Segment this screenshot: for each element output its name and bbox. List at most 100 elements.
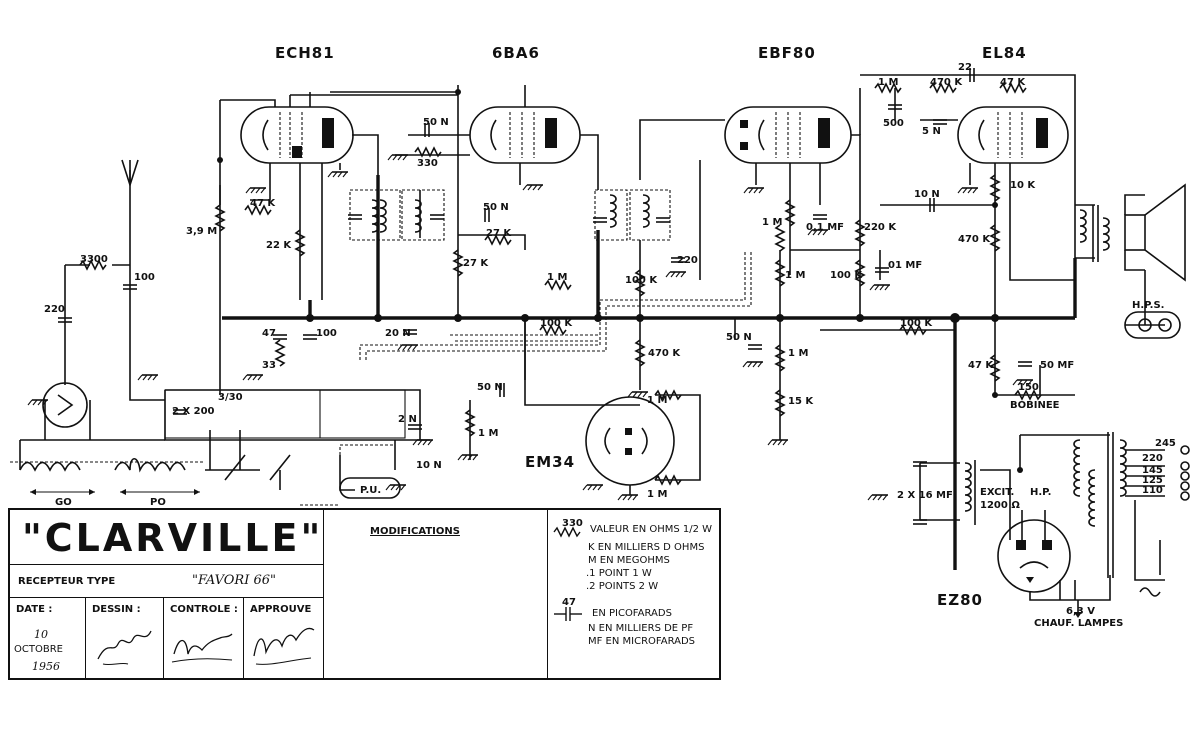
controle-header: CONTROLE : <box>170 604 238 615</box>
label-r39m: 3,9 M <box>186 226 217 237</box>
brand-name: "CLARVILLE" <box>22 516 324 560</box>
label-c2x200: 2 X 200 <box>172 406 215 417</box>
legend-line-5: .2 POINTS 2 W <box>586 581 659 592</box>
label-c50mf: 50 MF <box>1040 360 1074 371</box>
legend-line-2: K EN MILLIERS D OHMS <box>588 542 705 553</box>
ohm-symbol-icon: 330 <box>553 518 583 538</box>
date-day: 10 <box>34 628 48 641</box>
svg-text:330: 330 <box>562 518 583 529</box>
label-v110: 110 <box>1142 485 1163 496</box>
label-pu: P.U. <box>360 485 381 496</box>
legend-line-6: EN PICOFARADS <box>592 608 672 619</box>
legend-line-7: N EN MILLIERS DE PF <box>588 623 694 634</box>
label-hps: H.P.S. <box>1132 300 1164 311</box>
date-year: 1956 <box>32 660 60 673</box>
label-c100b: 100 <box>316 328 337 339</box>
label-r1m-d: 1 M <box>788 348 808 359</box>
label-r1m-em-a: 1 M <box>647 395 667 406</box>
dessin-cell: DESSIN : <box>86 598 164 680</box>
label-c50n-d: 50 N <box>726 332 752 343</box>
approuve-header: APPROUVE <box>250 604 312 615</box>
grounds <box>27 154 1034 501</box>
label-r1m-em-b: 1 M <box>647 489 667 500</box>
wiring <box>19 74 1165 601</box>
label-c2n: 2 N <box>398 414 417 425</box>
label-hp: H.P. <box>1030 487 1051 498</box>
brand-cell: "CLARVILLE" <box>10 510 324 565</box>
label-v220: 220 <box>1142 453 1163 464</box>
title-block: "CLARVILLE" RECEPTEUR TYPE "FAVORI 66" D… <box>8 508 721 680</box>
legend-cell: 330 VALEUR EN OHMS 1/2 W K EN MILLIERS D… <box>548 510 721 680</box>
tube-label-6ba6: 6BA6 <box>492 44 540 62</box>
label-c220a: 220 <box>44 304 65 315</box>
label-c100a: 100 <box>134 272 155 283</box>
date-header: DATE : <box>16 604 53 615</box>
model-cell: RECEPTEUR TYPE "FAVORI 66" <box>10 565 324 598</box>
screened-leads <box>339 250 752 455</box>
legend-line-4: .1 POINT 1 W <box>586 568 652 579</box>
ech81-tube <box>240 106 354 164</box>
label-c50n-c: 50 N <box>477 382 503 393</box>
label-r22k: 22 K <box>266 240 292 251</box>
dessin-header: DESSIN : <box>92 604 141 615</box>
label-c3300: 3300 <box>80 254 108 265</box>
speaker-section <box>1079 183 1186 339</box>
label-c5n: 5 N <box>922 126 941 137</box>
model-name: "FAVORI 66" <box>192 573 277 588</box>
label-r47k-a: 47 K <box>250 198 276 209</box>
tube-label-ech81: ECH81 <box>275 44 335 62</box>
label-r1m-b: 1 M <box>762 217 782 228</box>
if-transformers <box>349 189 671 241</box>
label-c01mf-b: 01 MF <box>888 260 922 271</box>
label-c01mf-a: 0,1 MF <box>806 222 844 233</box>
em34-tube <box>585 396 675 486</box>
tuner-section <box>10 159 406 506</box>
ht-bus <box>222 175 1077 570</box>
label-r1m-e: 1 M <box>878 77 898 88</box>
label-r150: 150 <box>1018 382 1039 393</box>
label-r470k-a: 470 K <box>648 348 681 359</box>
label-c22: 22 <box>958 62 972 73</box>
el84-tube <box>957 106 1069 164</box>
label-r1m-c: 1 M <box>785 270 805 281</box>
recepteur-label: RECEPTEUR TYPE <box>18 576 116 587</box>
date-cell: DATE : 10 OCTOBRE 1956 <box>10 598 86 680</box>
label-excit-val: 1200 Ω <box>980 500 1020 511</box>
label-c20n: 20 N <box>385 328 411 339</box>
label-v145: 145 <box>1142 465 1163 476</box>
label-c2x16mf: 2 X 16 MF <box>897 490 953 501</box>
tube-label-el84: EL84 <box>982 44 1027 62</box>
legend-line-3: M EN MEGOHMS <box>588 555 670 566</box>
dessin-signature <box>97 630 152 666</box>
modifications-header: MODIFICATIONS <box>370 526 460 537</box>
label-r100k-a: 100 K <box>540 318 573 329</box>
label-v125: 125 <box>1142 475 1163 486</box>
label-v245: 245 <box>1155 438 1176 449</box>
svg-text:47: 47 <box>562 598 576 608</box>
label-po: PO <box>150 497 166 508</box>
label-r27k-a: 27 K <box>486 228 512 239</box>
label-r1m-pot: 1 M <box>478 428 498 439</box>
tube-labels: ECH81 6BA6 EBF80 EL84 EM34 EZ80 <box>275 44 1027 609</box>
controle-cell: CONTROLE : <box>164 598 244 680</box>
label-r470k-b: 470 K <box>930 77 963 88</box>
label-r100k-d: 100 K <box>900 318 933 329</box>
legend-line-1: VALEUR EN OHMS 1/2 W <box>590 524 713 535</box>
label-c50n-a: 50 N <box>423 117 449 128</box>
label-r1m-a: 1 M <box>547 272 567 283</box>
label-r47k-b: 47 K <box>1000 77 1026 88</box>
6ba6-tube <box>469 106 581 164</box>
pickup-socket <box>339 477 401 499</box>
label-r10k: 10 K <box>1010 180 1036 191</box>
ebf80-tube <box>724 106 852 164</box>
label-go: GO <box>55 497 72 508</box>
label-r330: 330 <box>417 158 438 169</box>
label-r220k: 220 K <box>864 222 897 233</box>
label-c500: 500 <box>883 118 904 129</box>
modifications-cell: MODIFICATIONS <box>324 510 548 680</box>
label-c10n-a: 10 N <box>416 460 442 471</box>
approuve-signature <box>253 627 315 665</box>
label-c47: 47 <box>262 328 276 339</box>
resistors <box>79 83 1042 485</box>
